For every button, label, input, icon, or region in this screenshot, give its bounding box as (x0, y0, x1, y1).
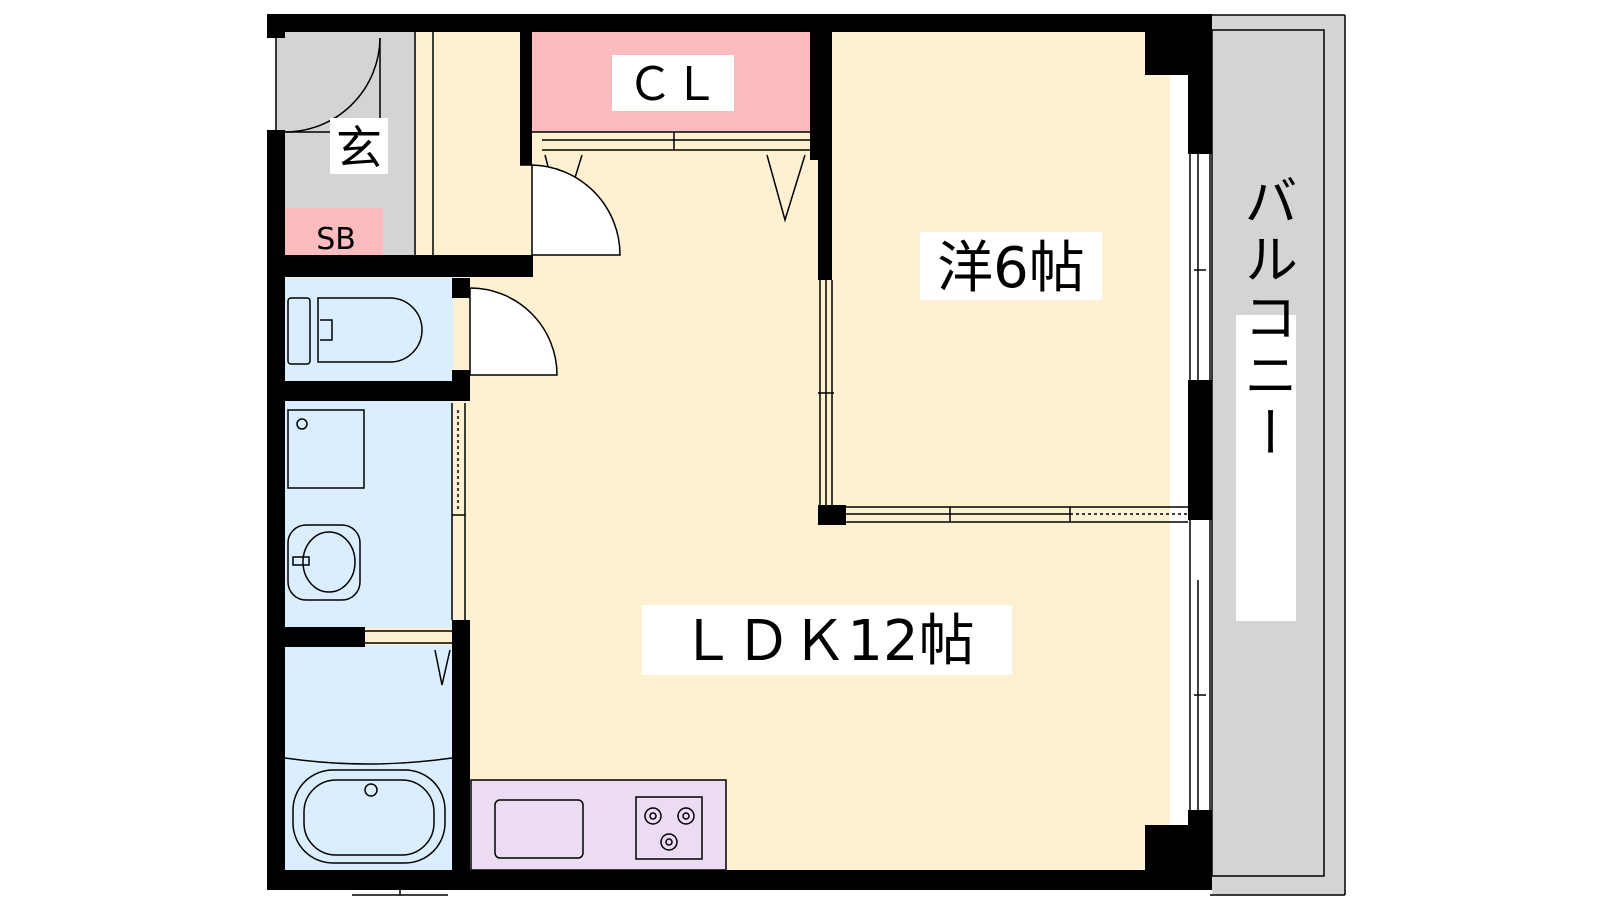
pillar-top-right (1145, 30, 1190, 75)
wall-right-lower (1188, 810, 1212, 890)
washing-machine (287, 409, 365, 489)
wall-wash-bottom (275, 627, 365, 647)
shoe-box-label: SB (316, 222, 356, 257)
western-room-label: 洋6帖 (937, 236, 1085, 301)
kitchen-sink (494, 799, 584, 859)
ldk-label: ＬＤＫ12帖 (679, 609, 974, 674)
closet-label: ＣＬ (627, 57, 719, 111)
shoe-box-area (285, 208, 383, 260)
toilet-door (469, 287, 558, 376)
gas-stove (635, 796, 703, 860)
walls (267, 14, 1212, 890)
label-western: 洋6帖 (920, 232, 1102, 301)
balcony-label: バルコニー (1235, 173, 1298, 463)
wall-toilet-bottom (275, 381, 470, 401)
wall-closet-left (520, 30, 532, 165)
wall-bottom (267, 870, 1212, 890)
bathroom (285, 645, 453, 870)
western-room-partition (818, 280, 1188, 523)
label-genkan: 玄 (330, 118, 388, 175)
wall-wash-right (452, 620, 470, 880)
wall-western-left (818, 30, 832, 280)
label-ldk: ＬＤＫ12帖 (642, 605, 1012, 675)
wall-right-mid (1188, 380, 1212, 520)
wall-right-upper (1188, 14, 1212, 154)
balcony-windows (1189, 154, 1211, 810)
wall-left (267, 130, 285, 890)
toilet-fixture (287, 297, 423, 365)
closet-doors (532, 131, 810, 223)
wall-entrance-bottom (275, 255, 533, 277)
pillar-bottom-right (1145, 825, 1190, 872)
wall-toilet-right (452, 278, 470, 298)
washroom (285, 400, 453, 628)
bathroom-door (365, 630, 452, 686)
bathtub (284, 757, 453, 864)
wall-top (267, 14, 1212, 32)
wall-left-upper (267, 14, 285, 38)
washroom-sliding-door (451, 403, 466, 620)
wall-wet-right (452, 370, 470, 400)
wash-basin (287, 524, 361, 601)
ldk-entry-door (531, 164, 621, 256)
genkan-label: 玄 (336, 121, 382, 175)
wall-western-bottom (818, 505, 846, 525)
toilet-room (285, 278, 453, 381)
label-closet: ＣＬ (612, 55, 734, 111)
label-balcony: バルコニー (1235, 173, 1298, 621)
entrance-partition (414, 30, 434, 256)
kitchen-counter (470, 779, 727, 871)
bathroom-window (352, 870, 448, 896)
